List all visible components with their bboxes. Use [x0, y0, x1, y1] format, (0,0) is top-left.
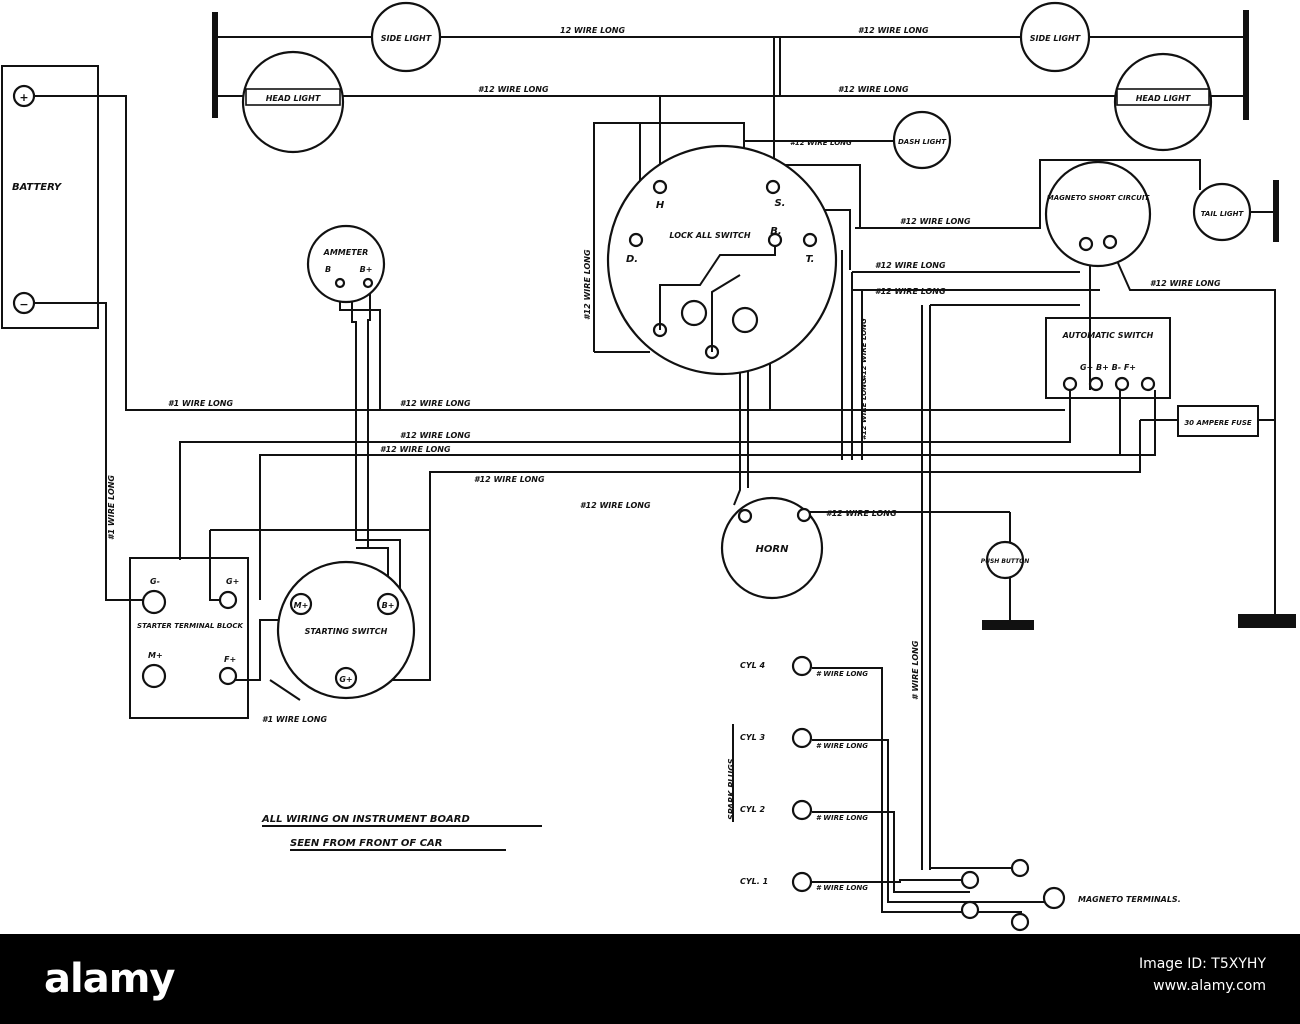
battery-negative-symbol: − — [19, 298, 28, 311]
caption: ALL WIRING ON INSTRUMENT BOARD SEEN FROM… — [261, 814, 542, 851]
watermark-footer: alamy Image ID: T5XYHY www.alamy.com — [0, 934, 1300, 1024]
head-light-right: HEAD LIGHT — [1113, 52, 1213, 152]
battery: + − BATTERY — [1, 65, 99, 329]
wire-label: #1 WIRE LONG — [107, 475, 116, 540]
wire-label: 12 WIRE LONG — [560, 26, 625, 35]
alamy-logo: alamy — [44, 956, 175, 1002]
automatic-switch: AUTOMATIC SWITCH G+ B+ B- F+ — [1045, 317, 1171, 399]
image-id-block: Image ID: T5XYHY www.alamy.com — [1139, 953, 1266, 997]
tail-light: TAIL LIGHT — [1192, 182, 1276, 242]
wire-label: #12 WIRE LONG — [380, 445, 451, 454]
ammeter-terminal-bplus: B+ — [360, 265, 373, 274]
svg-text:G-: G- — [150, 577, 160, 586]
svg-text:SIDE LIGHT: SIDE LIGHT — [381, 34, 432, 43]
svg-text:MAGNETO TERMINALS.: MAGNETO TERMINALS. — [1078, 895, 1181, 904]
side-light-left: SIDE LIGHT — [370, 1, 442, 73]
svg-text:HEAD LIGHT: HEAD LIGHT — [1136, 94, 1191, 103]
svg-text:HORN: HORN — [756, 544, 790, 555]
ammeter: AMMETER B B+ — [306, 224, 386, 304]
svg-text:STARTING SWITCH: STARTING SWITCH — [305, 627, 388, 636]
push-button: PUSH BUTTON — [981, 540, 1030, 580]
wire-label: #1 WIRE LONG — [262, 715, 327, 724]
wire-label: #12 WIRE LONG — [875, 287, 946, 296]
svg-text:TAIL LIGHT: TAIL LIGHT — [1201, 210, 1245, 218]
wire-label: # WIRE LONG — [816, 814, 868, 822]
wire-label: #12 WIRE LONG — [826, 509, 897, 518]
lock-all-switch: H S. D. B. T. LOCK ALL SWITCH — [606, 144, 838, 376]
cylinder-1-label: CYL. 1 — [740, 877, 768, 886]
wire-label: #12 WIRE LONG — [860, 378, 868, 440]
magneto-terminals: MAGNETO TERMINALS. — [960, 858, 1181, 932]
wire-label: # WIRE LONG — [816, 670, 868, 678]
dash-light: DASH LIGHT — [892, 110, 952, 170]
wire-label: # WIRE LONG — [816, 884, 868, 892]
wire-label: #12 WIRE LONG — [478, 85, 549, 94]
cylinder-3-label: CYL 3 — [740, 733, 766, 742]
battery-positive-symbol: + — [19, 91, 28, 104]
lock-terminal-d: D. — [626, 254, 638, 265]
battery-label: BATTERY — [12, 182, 63, 193]
wire-label: #12 WIRE LONG — [474, 475, 545, 484]
svg-text:M+: M+ — [294, 601, 309, 610]
svg-text:MAGNETO SHORT CIRCUIT: MAGNETO SHORT CIRCUIT — [1047, 194, 1151, 202]
wire-label: #12 WIRE LONG — [1150, 279, 1221, 288]
wire-label: #1 WIRE LONG — [168, 399, 233, 408]
svg-text:PUSH BUTTON: PUSH BUTTON — [981, 558, 1030, 565]
svg-text:STARTER TERMINAL BLOCK: STARTER TERMINAL BLOCK — [137, 622, 243, 630]
ground-fuse — [1238, 614, 1296, 628]
horn: HORN — [720, 496, 824, 600]
wire-label: #12 WIRE LONG — [400, 399, 471, 408]
starter-terminal-block: G- G+ M+ F+ STARTER TERMINAL BLOCK — [129, 557, 249, 719]
wire-label: #12 WIRE LONG — [583, 249, 592, 320]
wire-label: #12 WIRE LONG — [858, 26, 929, 35]
svg-text:30 AMPERE FUSE: 30 AMPERE FUSE — [1184, 419, 1252, 427]
lock-terminal-h: H — [656, 200, 665, 211]
side-light-right: SIDE LIGHT — [1019, 1, 1091, 73]
wire-label: #12 WIRE LONG — [838, 85, 909, 94]
wire-label: #12 WIRE LONG — [875, 261, 946, 270]
svg-text:HEAD LIGHT: HEAD LIGHT — [266, 94, 321, 103]
cylinder-2-label: CYL 2 — [740, 805, 766, 814]
ammeter-terminal-b: B — [325, 265, 331, 274]
ampere-fuse: 30 AMPERE FUSE — [1177, 405, 1259, 437]
automatic-switch-terminals: G+ B+ B- F+ — [1080, 363, 1136, 372]
lock-terminal-s: S. — [774, 198, 785, 209]
site-url: www.alamy.com — [1153, 978, 1266, 994]
wire-label: # WIRE LONG — [911, 640, 920, 700]
svg-text:AUTOMATIC SWITCH: AUTOMATIC SWITCH — [1062, 331, 1154, 340]
wire-label: #12 WIRE LONG — [400, 431, 471, 440]
lock-terminal-t: T. — [806, 254, 815, 265]
svg-text:F+: F+ — [224, 655, 236, 664]
image-id: Image ID: T5XYHY — [1138, 956, 1266, 972]
spark-plugs: CYL 4 CYL 3 CYL 2 CYL. 1 SPARK PLUGS — [727, 655, 813, 893]
svg-text:G+: G+ — [339, 675, 352, 684]
wiring-diagram: + − BATTERY SIDE LIGHT SIDE LIGHT HEAD L… — [1, 1, 1296, 932]
caption-line-2: SEEN FROM FRONT OF CAR — [290, 838, 442, 849]
svg-text:SPARK PLUGS: SPARK PLUGS — [727, 758, 736, 820]
head-light-left: HEAD LIGHT — [241, 50, 345, 154]
lock-all-switch-label: LOCK ALL SWITCH — [669, 231, 751, 240]
svg-text:DASH LIGHT: DASH LIGHT — [898, 138, 947, 146]
ground-push — [982, 620, 1034, 630]
wires — [24, 36, 1276, 913]
wire-label: #12 WIRE LONG — [860, 318, 868, 380]
caption-line-1: ALL WIRING ON INSTRUMENT BOARD — [261, 814, 470, 825]
starting-switch: M+ B+ G+ STARTING SWITCH — [276, 560, 416, 700]
cylinder-4-label: CYL 4 — [740, 661, 766, 670]
svg-text:B+: B+ — [382, 601, 395, 610]
wire-label: #12 WIRE LONG — [580, 501, 651, 510]
lock-terminal-b: B. — [770, 226, 781, 237]
svg-text:SIDE LIGHT: SIDE LIGHT — [1030, 34, 1081, 43]
wire-label: # WIRE LONG — [816, 742, 868, 750]
svg-text:M+: M+ — [148, 651, 163, 660]
wire-label: #12 WIRE LONG — [900, 217, 971, 226]
wire-label: #12 WIRE LONG — [790, 139, 852, 147]
magneto-short-circuit: MAGNETO SHORT CIRCUIT — [1044, 160, 1152, 268]
svg-text:G+: G+ — [226, 577, 239, 586]
wire-labels: 12 WIRE LONG #12 WIRE LONG #12 WIRE LONG… — [107, 26, 1221, 892]
svg-text:AMMETER: AMMETER — [323, 248, 369, 257]
